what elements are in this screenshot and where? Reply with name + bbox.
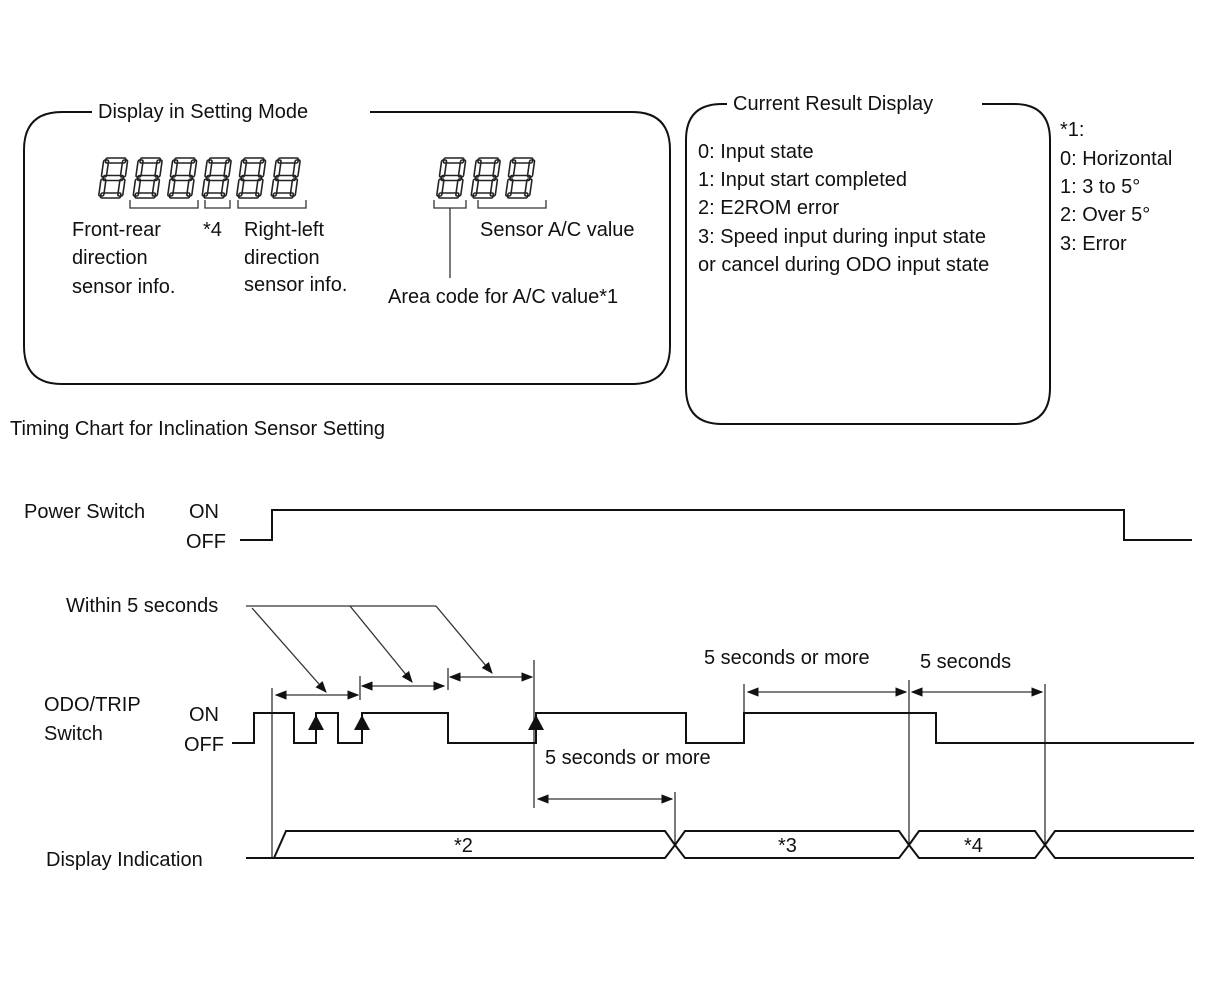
bracket-marker [204,200,231,209]
result-line-0: 0: Input state [698,141,814,163]
setting-mode-title: Display in Setting Mode [98,101,308,123]
five-seconds-or-more-top-label: 5 seconds or more [704,647,870,669]
right-left-line-2: direction [244,247,320,269]
within-5-arrow-3 [435,605,493,674]
current-result-title: Current Result Display [733,93,933,115]
odo-switch-label-2: Switch [44,723,103,745]
sensor-value-label: Sensor A/C value [480,219,635,241]
note-1-line-0: 0: Horizontal [1060,148,1172,170]
display-indication-lower [274,843,1194,859]
odo-switch-on: ON [189,704,219,726]
odo-switch-waveform [232,712,1194,744]
seven-segment-digit [167,157,198,199]
power-switch-waveform [240,509,1192,541]
phase-3: *3 [778,835,797,857]
result-line-4: or cancel during ODO input state [698,254,989,276]
seven-segment-digit [236,157,267,199]
note-1-line-3: 3: Error [1060,233,1127,255]
seven-segment-digit [436,157,467,199]
seven-segment-digit [470,157,501,199]
five-seconds-or-more-bottom-label: 5 seconds or more [545,747,711,769]
front-rear-line-1: Front-rear [72,219,161,241]
marker-star-4: *4 [203,219,222,241]
front-rear-line-2: direction [72,247,148,269]
result-line-3: 3: Speed input during input state [698,226,986,248]
note-1-line-1: 1: 3 to 5° [1060,176,1140,198]
odo-switch-off: OFF [184,734,224,756]
right-left-line-1: Right-left [244,219,324,241]
result-line-2: 2: E2ROM error [698,197,839,219]
right-left-line-3: sensor info. [244,274,347,296]
display-indication-row: Display Indication *2 *3 *4 [46,830,1194,871]
seven-segment-digit [270,157,301,199]
result-line-1: 1: Input start completed [698,169,907,191]
bracket-sensor-value [477,200,547,209]
odo-trip-switch-row: ODO/TRIP Switch ON OFF [44,694,1194,756]
note-1: *1: 0: Horizontal 1: 3 to 5° 2: Over 5° … [1060,119,1172,255]
seven-segment-digit [98,157,129,199]
setting-mode-panel: Display in Setting Mode Front-rear direc… [23,101,671,385]
power-switch-label: Power Switch [24,501,145,523]
bracket-area-code [433,200,467,209]
within-5-seconds-annotation: Within 5 seconds [66,595,535,858]
seven-segment-digit [132,157,163,199]
area-code-label: Area code for A/C value*1 [388,286,618,308]
seven-segment-digit [505,157,536,199]
press-arrow-2 [354,715,370,730]
within-5-arrow-2 [349,605,413,683]
bracket-front-rear [129,200,199,209]
current-result-frame [685,103,1051,425]
lower-duration-annotation: 5 seconds or more [536,747,711,845]
within-5-arrow-1 [251,607,327,693]
odo-switch-label-1: ODO/TRIP [44,694,141,716]
bracket-right-left [237,200,307,209]
phase-4: *4 [964,835,983,857]
power-switch-on: ON [189,501,219,523]
five-seconds-label: 5 seconds [920,651,1011,673]
press-arrow-3 [528,715,544,730]
power-switch-row: Power Switch ON OFF [24,501,1192,553]
timing-chart-title: Timing Chart for Inclination Sensor Sett… [10,418,385,440]
phase-2: *2 [454,835,473,857]
upper-duration-annotations: 5 seconds or more 5 seconds [704,647,1046,845]
seven-segment-display-3-digits [436,157,536,199]
display-indication-label: Display Indication [46,849,203,871]
current-result-panel: Current Result Display 0: Input state 1:… [685,93,1051,425]
note-1-line-2: 2: Over 5° [1060,204,1150,226]
seven-segment-digit [201,157,232,199]
front-rear-line-3: sensor info. [72,276,175,298]
setting-mode-frame [23,111,671,385]
press-arrow-1 [308,715,324,730]
power-switch-off: OFF [186,531,226,553]
within-5-seconds-label: Within 5 seconds [66,595,218,617]
note-1-title: *1: [1060,119,1084,141]
seven-segment-display-6-digits [98,157,301,199]
